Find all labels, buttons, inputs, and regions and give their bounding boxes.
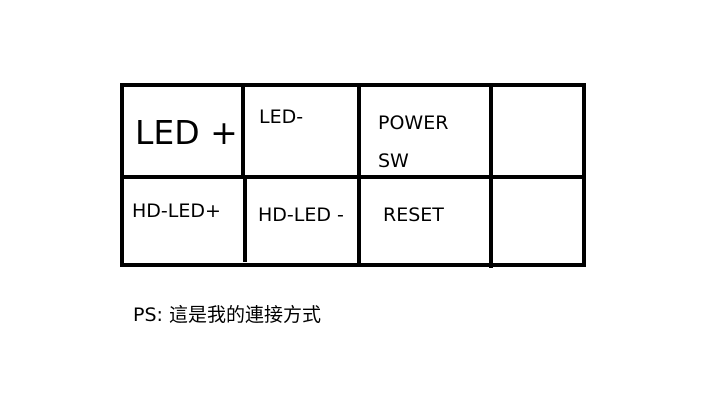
pin-label-led-plus: LED +: [135, 113, 238, 152]
pin-grid-col-divider-1: [241, 85, 247, 262]
pin-label-led-minus: LED-: [259, 106, 303, 128]
pin-label-power-sw-line2: SW: [378, 150, 409, 172]
note-text: PS: 這是我的連接方式: [133, 304, 321, 326]
pin-label-hd-led-minus: HD-LED -: [258, 204, 344, 226]
pin-label-reset: RESET: [383, 204, 444, 226]
pin-label-power-sw-line1: POWER: [378, 112, 448, 134]
pin-label-hd-led-plus: HD-LED+: [132, 200, 221, 222]
